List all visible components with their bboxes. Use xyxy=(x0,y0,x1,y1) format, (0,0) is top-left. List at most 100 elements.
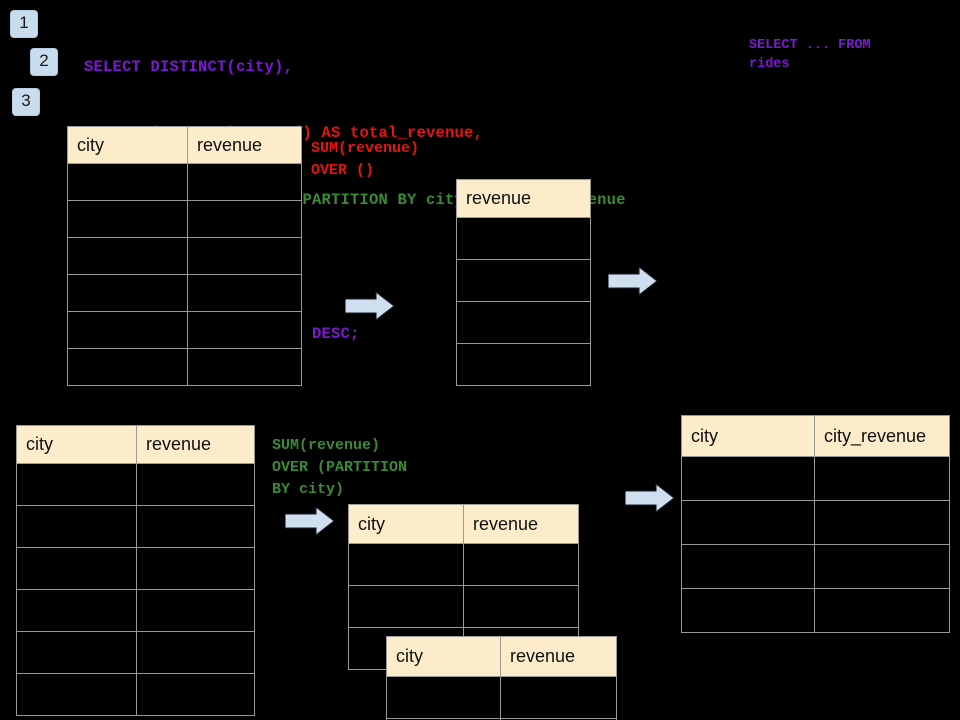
table-partition-group-a: city revenue xyxy=(348,504,579,670)
table-cell xyxy=(136,673,255,716)
table-cell xyxy=(16,673,137,716)
table-cell xyxy=(16,547,137,590)
column-header-revenue: revenue xyxy=(500,636,617,677)
table-total-revenue: revenue xyxy=(456,179,591,386)
table-header-row: city revenue xyxy=(16,425,255,464)
table-cell xyxy=(187,237,302,275)
table-cell xyxy=(456,343,591,386)
table-row xyxy=(16,547,255,590)
table-cell xyxy=(16,631,137,674)
table-row xyxy=(16,505,255,548)
table-header-row: city revenue xyxy=(348,504,579,544)
table-cell xyxy=(814,544,950,589)
table-row xyxy=(681,500,950,545)
table-row xyxy=(67,237,302,275)
table-cell xyxy=(814,500,950,545)
table-cell xyxy=(16,463,137,506)
table-cell xyxy=(67,348,188,386)
table-row xyxy=(16,673,255,716)
table-row xyxy=(681,544,950,589)
column-header-city-revenue: city_revenue xyxy=(814,415,950,457)
table-row xyxy=(67,200,302,238)
table-row xyxy=(348,543,579,586)
sql-line-select: SELECT DISTINCT(city), xyxy=(84,57,294,76)
table-cell xyxy=(136,547,255,590)
column-header-city: city xyxy=(348,504,464,544)
column-header-revenue: revenue xyxy=(187,126,302,164)
table-row xyxy=(67,348,302,386)
table-row xyxy=(348,585,579,628)
table-row xyxy=(67,163,302,201)
table-cell xyxy=(16,589,137,632)
table-row xyxy=(386,718,617,720)
table-row xyxy=(456,259,591,302)
column-header-revenue: revenue xyxy=(456,179,591,218)
table-cell xyxy=(500,718,617,720)
table-cell xyxy=(681,456,815,501)
arrow-right-icon-bottom-right xyxy=(624,482,675,514)
table-cell xyxy=(67,200,188,238)
table-cell xyxy=(348,543,464,586)
table-result-city-revenue: city city_revenue xyxy=(681,415,950,633)
table-row xyxy=(456,217,591,260)
table-row xyxy=(16,463,255,506)
table-cell xyxy=(16,505,137,548)
step-badge-1: 1 xyxy=(10,10,38,38)
table-cell xyxy=(187,348,302,386)
table-cell xyxy=(814,456,950,501)
table-row xyxy=(16,589,255,632)
table-partition-group-b: city revenue xyxy=(386,636,617,720)
table-cell xyxy=(386,676,501,719)
table-row xyxy=(386,676,617,719)
column-header-revenue: revenue xyxy=(463,504,579,544)
table-cell xyxy=(136,463,255,506)
table-cell xyxy=(500,676,617,719)
table-cell xyxy=(136,505,255,548)
annotation-select-from-rides: SELECT ... FROM rides xyxy=(749,38,871,72)
table-cell xyxy=(136,589,255,632)
annotation-sum-over-partition: SUM(revenue) OVER (PARTITION BY city) xyxy=(272,437,408,498)
table-cell xyxy=(681,588,815,633)
table-cell xyxy=(681,500,815,545)
table-source-rides-top: city revenue xyxy=(67,126,302,386)
table-cell xyxy=(456,259,591,302)
table-cell xyxy=(187,163,302,201)
table-cell xyxy=(456,301,591,344)
table-header-row: city revenue xyxy=(67,126,302,164)
column-header-city: city xyxy=(16,425,137,464)
table-row xyxy=(16,631,255,674)
step-badge-2: 2 xyxy=(30,48,58,76)
annotation-sum-over-empty: SUM(revenue) OVER () xyxy=(311,140,420,179)
table-row xyxy=(681,456,950,501)
table-cell xyxy=(67,311,188,349)
table-source-rides-bottom: city revenue xyxy=(16,425,255,716)
table-cell xyxy=(463,543,579,586)
table-row xyxy=(67,311,302,349)
table-cell xyxy=(456,217,591,260)
table-header-row: city revenue xyxy=(386,636,617,677)
table-header-row: city city_revenue xyxy=(681,415,950,457)
table-cell xyxy=(67,237,188,275)
arrow-right-icon-top-right xyxy=(607,265,658,297)
step-badge-3: 3 xyxy=(12,88,40,116)
table-header-row: revenue xyxy=(456,179,591,218)
table-cell xyxy=(814,588,950,633)
table-row xyxy=(456,301,591,344)
table-cell xyxy=(463,585,579,628)
table-cell xyxy=(67,163,188,201)
column-header-city: city xyxy=(681,415,815,457)
table-cell xyxy=(187,274,302,312)
table-row xyxy=(456,343,591,386)
arrow-right-icon-top-left xyxy=(344,290,395,322)
table-cell xyxy=(187,311,302,349)
table-cell xyxy=(681,544,815,589)
column-header-city: city xyxy=(67,126,188,164)
column-header-city: city xyxy=(386,636,501,677)
table-cell xyxy=(187,200,302,238)
arrow-right-icon-bottom-left xyxy=(284,505,335,537)
table-cell xyxy=(136,631,255,674)
table-cell xyxy=(67,274,188,312)
table-row xyxy=(681,588,950,633)
table-row xyxy=(67,274,302,312)
